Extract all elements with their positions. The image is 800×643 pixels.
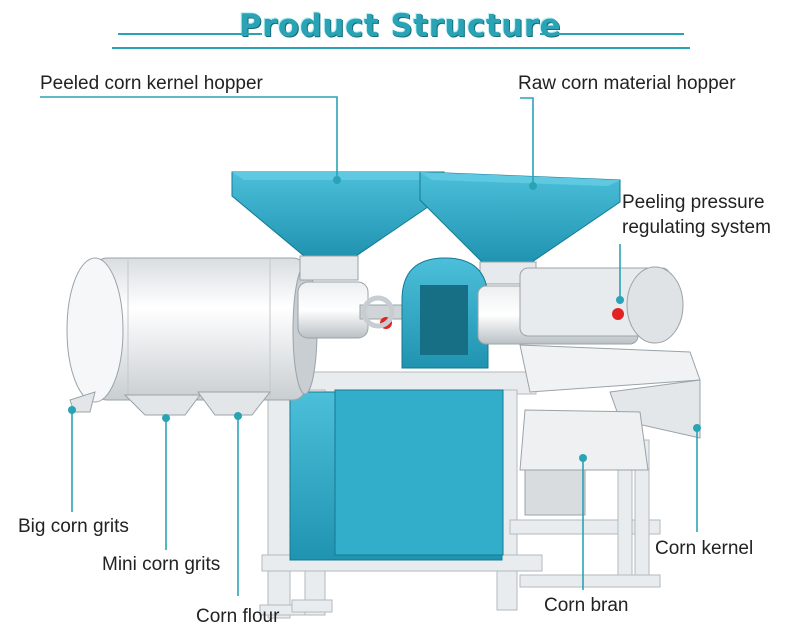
- callout-dots: [68, 176, 701, 462]
- label-corn-flour: Corn flour: [196, 606, 280, 627]
- label-peeled-hopper: Peeled corn kernel hopper: [40, 73, 263, 94]
- title-decoration: [112, 33, 690, 49]
- label-big-grits: Big corn grits: [18, 516, 129, 537]
- bran-tray: [519, 409, 649, 516]
- label-corn-kernel: Corn kernel: [655, 538, 754, 559]
- label-raw-hopper: Raw corn material hopper: [518, 73, 736, 94]
- spindle-assembly: [297, 281, 416, 339]
- label-mini-grits: Mini corn grits: [102, 554, 221, 575]
- peeled-hopper: [231, 171, 445, 281]
- callout-lines: [40, 96, 698, 596]
- raw-hopper: [419, 171, 621, 285]
- peeling-chamber: [477, 266, 701, 439]
- base-cabinet: [289, 389, 504, 561]
- label-peeling-pressure-1: Peeling pressure: [622, 192, 765, 213]
- page-title: Product Structure: [238, 8, 562, 44]
- label-corn-bran: Corn bran: [544, 595, 629, 616]
- drive-housing: [401, 257, 489, 369]
- sieve-drum: [66, 257, 318, 416]
- label-peeling-pressure-2: regulating system: [622, 217, 771, 238]
